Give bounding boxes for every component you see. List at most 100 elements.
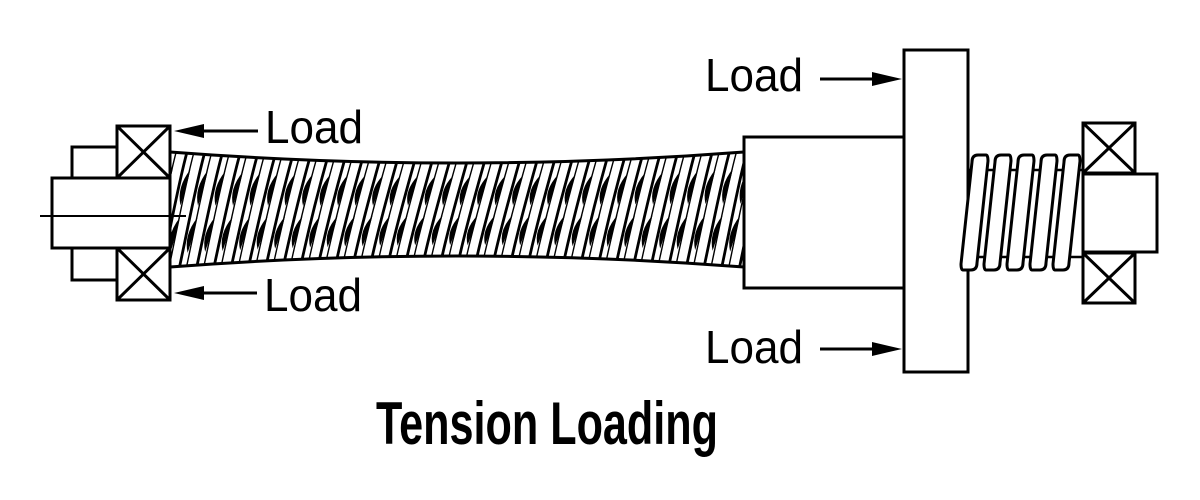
load-label-text: Load	[705, 49, 803, 101]
thread-stroke	[212, 153, 242, 267]
thread-stroke	[685, 152, 714, 267]
thread-crest-stroke	[360, 159, 388, 261]
thread-stroke	[615, 155, 644, 263]
thread-crest-stroke	[342, 158, 371, 262]
screw-top-edge	[169, 150, 745, 165]
thread-groove-crescent	[337, 174, 348, 206]
thread-crest-stroke	[710, 152, 738, 267]
nut-body	[742, 135, 906, 290]
figure-title: Tension Loading	[376, 390, 718, 457]
thread-ridge	[982, 153, 1013, 272]
thread-stroke	[510, 158, 539, 260]
thread-crest-stroke	[535, 158, 563, 260]
thread-crest-stroke	[552, 158, 581, 261]
screw-bottom-edge	[169, 254, 745, 269]
thread-crest-stroke	[622, 155, 651, 263]
thread-stroke	[170, 152, 189, 267]
left-bearing-assembly	[40, 124, 186, 302]
thread-groove-crescent	[214, 171, 226, 206]
thread-groove-crescent	[372, 175, 383, 206]
thread-crest-stroke	[412, 159, 441, 260]
thread-groove-crescent	[232, 171, 243, 206]
thread-crest-stroke	[170, 152, 178, 267]
thread-groove-crescent	[529, 175, 541, 206]
thread-groove-crescent	[477, 175, 488, 206]
arrow-head-left-icon	[174, 286, 204, 300]
arrow-head-right-icon	[872, 342, 902, 356]
ball-nut	[742, 48, 970, 374]
thread-groove-crescent	[652, 171, 663, 205]
thread-groove-crescent	[407, 175, 418, 206]
load-label-top-right: Load	[705, 49, 902, 101]
shaft-step-lower	[70, 246, 119, 282]
thread-stroke	[580, 156, 609, 262]
thread-groove-crescent	[204, 217, 215, 252]
bearing-cross-line	[115, 124, 172, 180]
thread-groove-crescent	[694, 215, 705, 250]
load-label-bottom-right: Load	[705, 321, 902, 373]
bearing-symbol-top	[1081, 121, 1137, 175]
thread-groove-crescent	[319, 174, 331, 206]
thread-groove-crescent	[309, 216, 320, 248]
bearing-cross-line	[115, 246, 172, 302]
arrow-head-left-icon	[174, 124, 204, 138]
thread-stroke	[282, 156, 312, 264]
thread-ridge	[1051, 153, 1082, 272]
thread-stroke	[650, 153, 679, 265]
nut-flange	[902, 48, 970, 374]
bearing-cross-line	[1081, 251, 1137, 305]
thread-groove-crescent	[449, 215, 460, 246]
thread-stroke	[702, 152, 732, 267]
thread-groove-crescent	[302, 174, 313, 206]
thread-ridge-pattern	[959, 153, 1082, 272]
thread-groove-crescent	[687, 170, 698, 205]
thread-groove-crescent	[582, 174, 593, 205]
thread-crest-stroke	[605, 156, 633, 262]
thread-groove-crescent	[624, 215, 635, 248]
thread-groove-crescent	[186, 217, 198, 253]
thread-groove-crescent	[284, 173, 296, 206]
thread-stroke	[422, 159, 452, 260]
thread-groove-crescent	[634, 172, 646, 205]
thread-crest-stroke	[220, 153, 248, 267]
thread-groove-crescent	[519, 215, 530, 246]
thread-ridge	[1028, 153, 1059, 272]
shaft-end-block	[1081, 172, 1159, 254]
thread-stroke	[632, 154, 662, 264]
shaft-step-upper	[70, 145, 119, 180]
thread-groove-crescent	[554, 215, 565, 246]
thread-groove-crescent	[704, 169, 716, 205]
bearing-cross-line	[1081, 121, 1137, 175]
thread-crest-stroke	[657, 153, 686, 265]
thread-groove-crescent	[249, 172, 261, 206]
thread-stroke	[352, 158, 382, 261]
thread-ridge	[1005, 153, 1036, 272]
thread-stroke	[737, 152, 744, 267]
thread-crest-stroke	[447, 159, 476, 260]
thread-stroke	[562, 157, 592, 261]
thread-groove-crescent	[617, 173, 628, 205]
thread-groove-crescent	[221, 217, 233, 252]
thread-crest-stroke	[692, 152, 721, 267]
thread-stroke	[195, 152, 224, 267]
thread-crest-stroke	[377, 159, 406, 261]
load-label-text: Load	[264, 269, 362, 321]
thread-stroke	[405, 159, 434, 260]
load-label-top-left: Load	[174, 101, 363, 153]
thread-groove-crescent	[424, 175, 436, 206]
screw-end-thread	[959, 153, 1082, 272]
thread-groove-crescent	[379, 215, 390, 246]
shaft-end-block	[50, 176, 172, 250]
ball-screw-thread-pattern	[170, 152, 744, 267]
thread-groove-crescent	[267, 173, 278, 206]
thread-crest-stroke	[307, 157, 336, 263]
thread-groove-crescent	[291, 216, 303, 249]
thread-groove-crescent	[547, 174, 558, 206]
thread-groove-crescent	[512, 175, 523, 206]
load-label-bottom-left: Load	[174, 269, 362, 321]
thread-crest-stroke	[587, 156, 616, 262]
thread-groove-crescent	[197, 170, 208, 206]
thread-groove-crescent	[170, 217, 180, 254]
thread-stroke	[317, 157, 347, 262]
